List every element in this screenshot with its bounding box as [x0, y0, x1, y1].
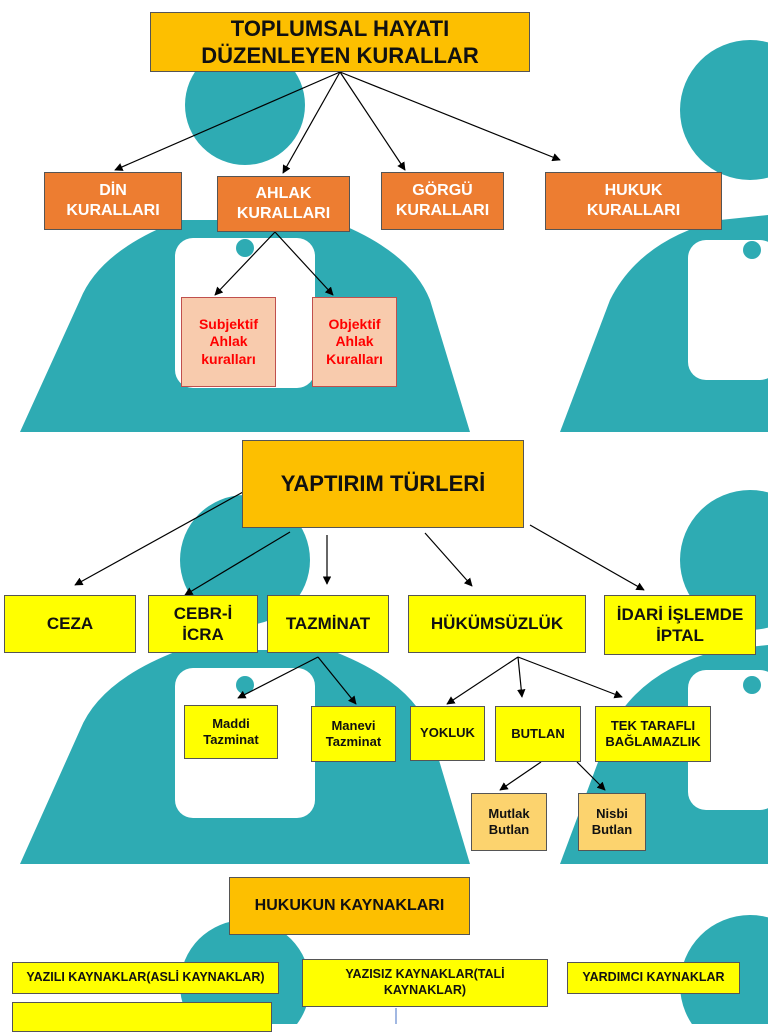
node-ceza: CEZA [4, 595, 136, 653]
node-ahlak-kurallari: AHLAK KURALLARI [217, 176, 350, 232]
node-hukuk-kurallari: HUKUK KURALLARI [545, 172, 722, 230]
title-yaptirim-turleri: YAPTIRIM TÜRLERİ [242, 440, 524, 528]
node-nisbi-butlan: Nisbi Butlan [578, 793, 646, 851]
node-yazisiz-kaynaklar: YAZISIZ KAYNAKLAR(TALİ KAYNAKLAR) [302, 959, 548, 1007]
title-hukukun-kaynaklari: HUKUKUN KAYNAKLARI [229, 877, 470, 935]
node-idari-islemde-iptal: İDARİ İŞLEMDE İPTAL [604, 595, 756, 655]
node-yazili-kaynaklar: YAZILI KAYNAKLAR(ASLİ KAYNAKLAR) [12, 962, 279, 994]
node-tek-tarafli-baglamazlik: TEK TARAFLI BAĞLAMAZLIK [595, 706, 711, 762]
node-tazminat: TAZMİNAT [267, 595, 389, 653]
node-maddi-tazminat: Maddi Tazminat [184, 705, 278, 759]
node-mutlak-butlan: Mutlak Butlan [471, 793, 547, 851]
node-yardimci-kaynaklar: YARDIMCI KAYNAKLAR [567, 962, 740, 994]
title-toplumsal-hayati: TOPLUMSAL HAYATI DÜZENLEYEN KURALLAR [150, 12, 530, 72]
node-din-kurallari: DİN KURALLARI [44, 172, 182, 230]
node-yokluk: YOKLUK [410, 706, 485, 761]
node-cebri-icra: CEBR-İ İCRA [148, 595, 258, 653]
node-gorgu-kurallari: GÖRGÜ KURALLARI [381, 172, 504, 230]
node-subjektif-ahlak: Subjektif Ahlak kuralları [181, 297, 276, 387]
node-objektif-ahlak: Objektif Ahlak Kuralları [312, 297, 397, 387]
node-butlan: BUTLAN [495, 706, 581, 762]
node-hukumsuzluk: HÜKÜMSÜZLÜK [408, 595, 586, 653]
node-yazili-child-partial [12, 1002, 272, 1032]
node-manevi-tazminat: Manevi Tazminat [311, 706, 396, 762]
